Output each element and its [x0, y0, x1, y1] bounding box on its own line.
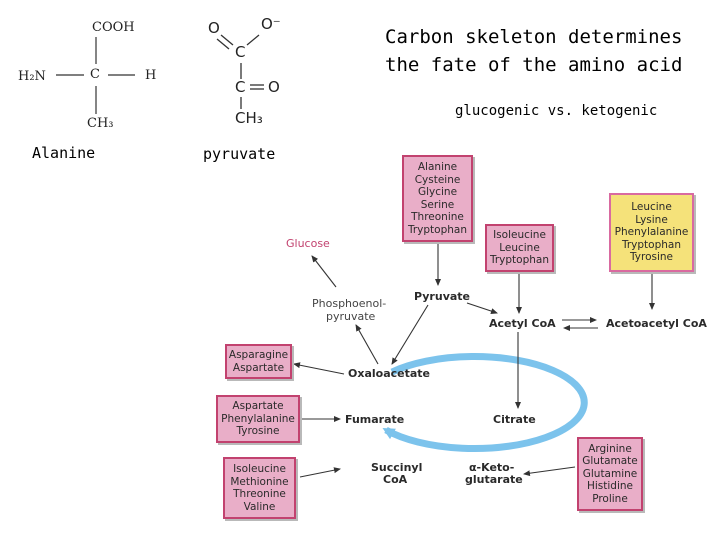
amino-acid: Aspartate	[232, 361, 285, 374]
pyruvate-c-mid: C	[235, 78, 246, 96]
amino-acid: Isoleucine	[493, 229, 546, 242]
node-succinyl-line1: Succinyl	[371, 461, 423, 474]
pyruvate-structure: O O⁻ C C O CH₃	[195, 5, 305, 135]
node-acetoacetyl-coa: Acetoacetyl CoA	[606, 317, 707, 330]
tca-cycle-arrow	[382, 353, 588, 453]
amino-acid: Tryptophan	[407, 223, 468, 236]
amino-acid: Histidine	[586, 480, 633, 493]
amino-acid: Serine	[420, 198, 455, 211]
node-acetyl-coa: Acetyl CoA	[489, 317, 556, 330]
amino-acid: Leucine	[631, 201, 672, 214]
amino-acid: Tryptophan	[489, 254, 550, 267]
node-citrate: Citrate	[493, 413, 536, 426]
alanine-bonds	[56, 37, 135, 114]
node-pyruvate: Pyruvate	[414, 290, 471, 303]
amino-acid: Phenylalanine	[221, 412, 295, 425]
amino-acid: Aspartate	[232, 400, 284, 413]
alanine-ch3: CH₃	[87, 116, 114, 131]
amino-acid: Asparagine	[228, 349, 289, 361]
arrow-box-to-succinyl	[299, 467, 341, 478]
amino-acid: Threonine	[411, 211, 464, 223]
amino-acid: Threonine	[233, 488, 286, 500]
arrow-box-to-akg	[523, 466, 576, 477]
alanine-structure: COOH H₂N C H CH₃	[0, 0, 180, 170]
node-succinyl-line2: CoA	[383, 473, 408, 486]
amino-acid: Lysine	[635, 213, 668, 226]
pyruvate-bonds	[216, 34, 264, 109]
arrow-pep-glucose	[311, 255, 337, 288]
title-line-2: the fate of the amino acid	[385, 54, 683, 76]
amino-acid: Phenylalanine	[614, 226, 689, 239]
amino-acid: Proline	[592, 492, 628, 505]
node-akg-line1: α-Keto-	[469, 461, 515, 474]
alanine-h: H	[145, 68, 157, 83]
amino-box-ketoglutarate: Arginine Glutamate Glutamine Histidine P…	[577, 437, 643, 511]
alanine-h2n: H₂N	[18, 69, 46, 84]
subtitle: glucogenic vs. ketogenic	[455, 103, 658, 119]
amino-acid: Tyrosine	[629, 251, 673, 264]
alanine-c: C	[90, 67, 100, 82]
amino-acid: Leucine	[499, 241, 540, 254]
amino-box-fumarate: Aspartate Phenylalanine Tyrosine	[216, 395, 300, 443]
node-oxaloacetate: Oxaloacetate	[348, 367, 431, 380]
amino-acid: Methionine	[230, 475, 289, 488]
amino-acid: Isoleucine	[233, 463, 286, 475]
pyruvate-caption: pyruvate	[203, 145, 276, 163]
amino-acid: Valine	[243, 500, 276, 513]
arrow-pyruvate-acetylcoa	[466, 302, 498, 314]
amino-acid: Cysteine	[414, 173, 461, 186]
alanine-caption: Alanine	[32, 144, 96, 162]
arrow-oxaloacetate-to-box	[293, 362, 345, 375]
pyruvate-o-right: O	[268, 78, 280, 96]
node-akg-line2: glutarate	[465, 473, 523, 486]
pyruvate-o-left: O	[208, 19, 220, 37]
title-line-1: Carbon skeleton determines	[385, 26, 683, 48]
alanine-cooh: COOH	[92, 20, 135, 35]
amino-box-succinyl: Isoleucine Methionine Threonine Valine	[223, 457, 296, 519]
node-fumarate: Fumarate	[345, 413, 405, 426]
amino-acid: Tryptophan	[621, 238, 682, 251]
node-glucose: Glucose	[286, 237, 330, 250]
amino-acid: Glycine	[417, 186, 458, 198]
amino-acid: Glutamate	[582, 455, 638, 468]
amino-acid: Alanine	[417, 161, 458, 173]
node-pep-line2: pyruvate	[326, 310, 376, 323]
arrow-oxaloacetate-pep	[355, 324, 379, 365]
pyruvate-c-top: C	[235, 43, 246, 61]
amino-acid: Tyrosine	[236, 425, 280, 438]
arrow-pyruvate-oxaloacetate	[391, 304, 429, 365]
amino-box-acetylcoa: Isoleucine Leucine Tryptophan	[485, 224, 554, 272]
amino-box-oxaloacetate: Asparagine Aspartate	[225, 344, 292, 379]
amino-acid: Glutamine	[582, 467, 638, 480]
amino-box-pyruvate: Alanine Cysteine Glycine Serine Threonin…	[402, 155, 473, 242]
amino-box-acetoacetyl: Leucine Lysine Phenylalanine Tryptophan …	[609, 193, 694, 272]
amino-acid: Arginine	[588, 442, 632, 455]
pyruvate-ch3: CH₃	[235, 109, 263, 127]
node-pep-line1: Phosphoenol-	[312, 297, 387, 310]
pyruvate-o-minus: O⁻	[261, 15, 281, 33]
